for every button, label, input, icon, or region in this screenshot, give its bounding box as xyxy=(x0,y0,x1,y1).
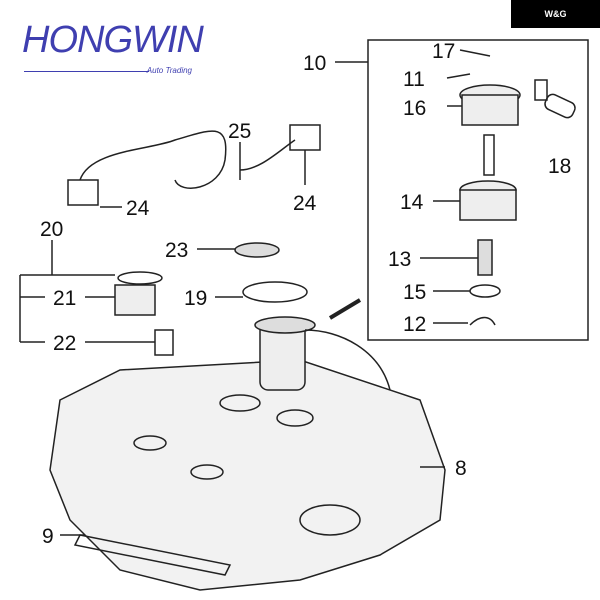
clip-12 xyxy=(469,316,496,326)
label-24: 24 xyxy=(293,192,317,215)
label-16: 16 xyxy=(403,97,426,120)
label-25: 25 xyxy=(228,120,251,143)
label-13: 13 xyxy=(388,248,411,271)
label-11: 11 xyxy=(403,68,425,91)
label-14: 14 xyxy=(400,191,424,214)
tank-strap xyxy=(73,534,232,576)
label-23: 23 xyxy=(165,239,188,262)
detail-box xyxy=(367,39,589,341)
vent-hose xyxy=(239,139,296,171)
brand-badge: W&G xyxy=(511,0,600,28)
cap-24b xyxy=(289,124,321,151)
gasket-19 xyxy=(242,281,308,303)
pump-body-16 xyxy=(461,94,519,126)
tank-port xyxy=(133,435,167,451)
label-19: 19 xyxy=(184,287,207,310)
filter-15 xyxy=(469,284,501,298)
pump-pipe xyxy=(483,134,495,176)
label-17: 17 xyxy=(432,40,455,63)
fuel-line xyxy=(304,329,391,391)
badge-text: W&G xyxy=(544,9,567,19)
label-18: 18 xyxy=(548,155,571,178)
sender-flange xyxy=(117,271,163,285)
leader-lines xyxy=(19,49,491,536)
logo-underline xyxy=(24,71,149,72)
vent-hose xyxy=(79,130,227,189)
label-24: 24 xyxy=(126,197,150,220)
label-20: 20 xyxy=(40,218,63,241)
filter-22 xyxy=(154,329,174,356)
fuel-tank xyxy=(49,359,446,591)
label-10: 10 xyxy=(303,52,326,75)
logo-tagline: Auto Trading xyxy=(146,66,192,75)
housing-body-14 xyxy=(459,189,517,221)
hongwin-logo: HONGWIN Auto Trading xyxy=(22,20,204,78)
label-22: 22 xyxy=(53,332,76,355)
label-8: 8 xyxy=(455,457,467,480)
pump-module-top xyxy=(254,316,316,334)
label-15: 15 xyxy=(403,281,426,304)
tank-port xyxy=(190,464,224,480)
pump-13 xyxy=(477,239,493,276)
label-21: 21 xyxy=(53,287,76,310)
cap-24a xyxy=(67,179,99,206)
label-12: 12 xyxy=(403,313,426,336)
lock-ring-23 xyxy=(234,242,280,258)
connector-18 xyxy=(534,79,548,101)
logo-name: HONGWIN xyxy=(22,19,204,61)
label-9: 9 xyxy=(42,525,54,548)
tank-port xyxy=(276,409,314,427)
tank-port xyxy=(299,504,361,536)
sender-21 xyxy=(114,284,156,316)
sensor-18 xyxy=(544,93,576,119)
arrow xyxy=(328,298,362,320)
tank-port xyxy=(219,394,261,412)
